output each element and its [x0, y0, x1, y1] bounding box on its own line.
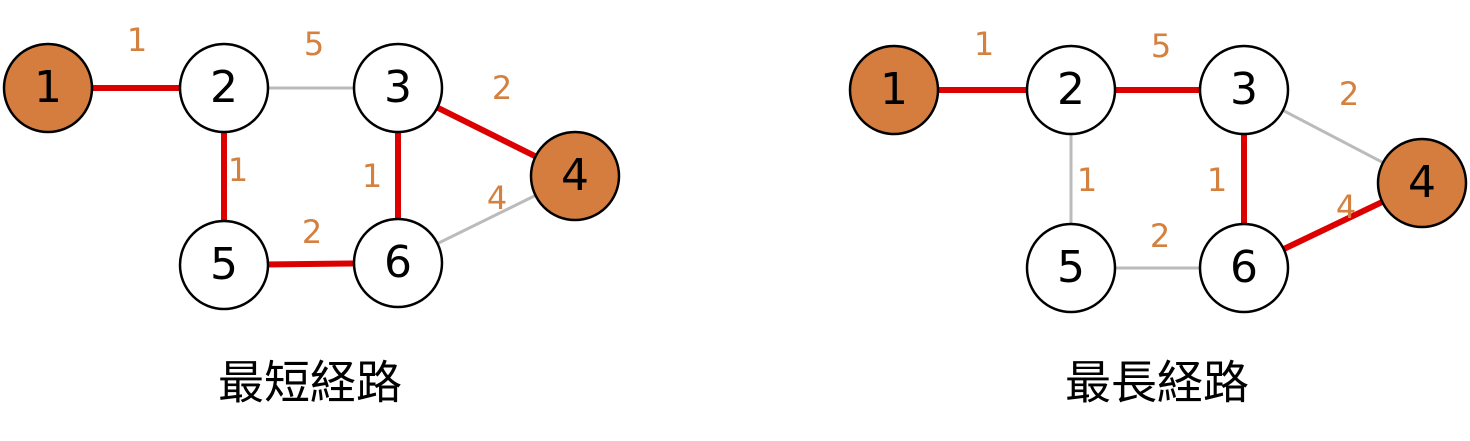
edge-weight-3-4: 2: [492, 69, 512, 107]
node-2-circle: [178, 42, 270, 134]
node-2-label: 2: [210, 62, 238, 113]
node-6-label: 6: [1230, 242, 1258, 293]
node-5-circle: [1025, 222, 1117, 314]
shortest-path-panel: 1 2 3 4 5 6 1 5 2 1 1 2 4 最短経路: [2, 21, 621, 410]
edge-weight-3-6: 1: [362, 157, 382, 195]
node-4-circle: [1376, 137, 1468, 229]
node-6-circle: [352, 217, 444, 309]
edge-weight-5-6: 2: [1150, 217, 1170, 255]
edge-weight-5-6: 2: [302, 213, 322, 251]
edge-weight-1-2: 1: [974, 25, 994, 63]
node-5-label: 5: [210, 239, 238, 290]
edge-weight-2-5: 1: [1077, 161, 1097, 199]
node-4-circle: [529, 130, 621, 222]
node-4-label: 4: [1408, 157, 1436, 208]
node-3-circle: [352, 42, 444, 134]
edge-weight-1-2: 1: [127, 21, 147, 59]
node-6-label: 6: [384, 237, 412, 288]
node-3-label: 3: [384, 62, 412, 113]
edge-weight-2-5: 1: [228, 151, 248, 189]
panel-caption: 最長経路: [1065, 356, 1249, 410]
node-1-label: 1: [880, 64, 908, 115]
node-3-circle: [1198, 44, 1290, 136]
node-5-circle: [178, 219, 270, 311]
edge-weight-3-6: 1: [1207, 161, 1227, 199]
node-4-label: 4: [561, 150, 589, 201]
edge-weight-6-4: 4: [487, 179, 507, 217]
edge-weight-2-3: 5: [304, 25, 324, 63]
edge-weight-2-3: 5: [1151, 27, 1171, 65]
node-1-label: 1: [34, 62, 62, 113]
node-2-label: 2: [1057, 64, 1085, 115]
node-1-circle: [848, 44, 940, 136]
edge-weight-3-4: 2: [1339, 75, 1359, 113]
panel-caption: 最短経路: [218, 356, 402, 410]
node-6-circle: [1198, 222, 1290, 314]
node-5-label: 5: [1057, 242, 1085, 293]
node-1-circle: [2, 42, 94, 134]
edge-weight-6-4: 4: [1336, 188, 1356, 226]
node-3-label: 3: [1230, 64, 1258, 115]
node-2-circle: [1025, 44, 1117, 136]
